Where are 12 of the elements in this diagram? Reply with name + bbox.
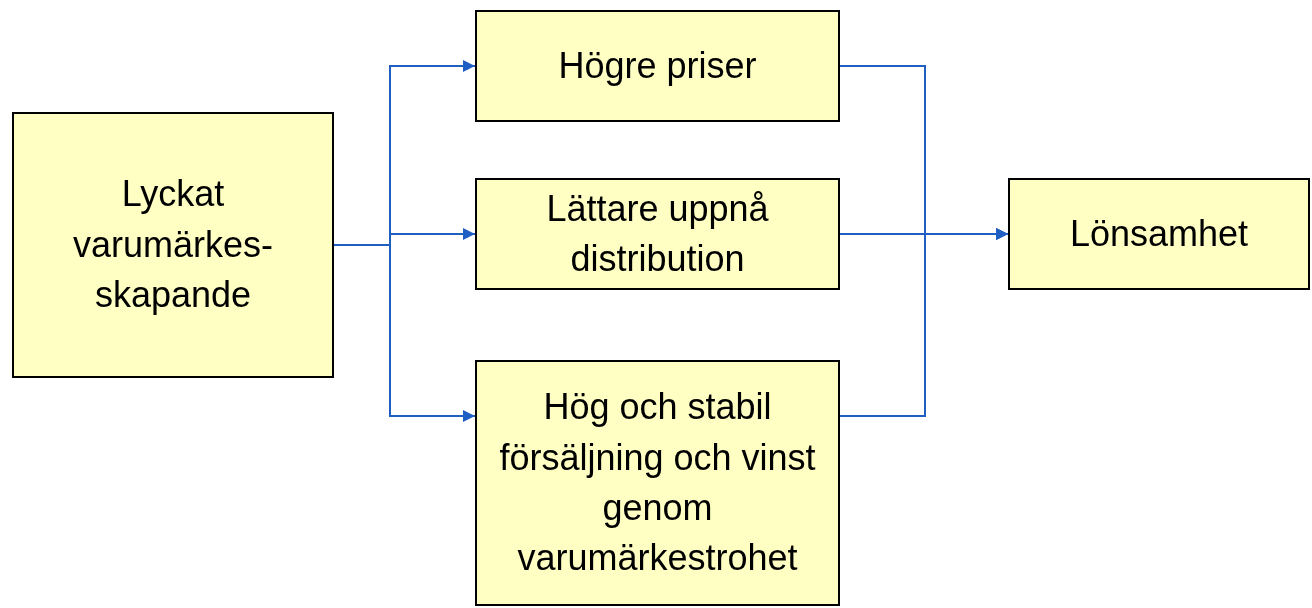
process-box bbox=[12, 112, 334, 378]
process-box bbox=[1008, 178, 1310, 290]
box-label: Lönsamhet bbox=[1069, 211, 1249, 256]
process-box bbox=[475, 360, 840, 606]
arrow bbox=[839, 228, 1009, 417]
arrow bbox=[333, 244, 476, 422]
box-label: Högre priser bbox=[558, 43, 757, 88]
process-box bbox=[475, 178, 840, 290]
box-label: Lyckat varumärkes- skapande bbox=[71, 172, 274, 318]
box-label: Lättare uppnå distribution bbox=[545, 186, 770, 281]
box-label: Hög och stabil försäljning och vinst genom varumärkestrohet bbox=[498, 385, 817, 581]
process-box bbox=[475, 10, 840, 122]
